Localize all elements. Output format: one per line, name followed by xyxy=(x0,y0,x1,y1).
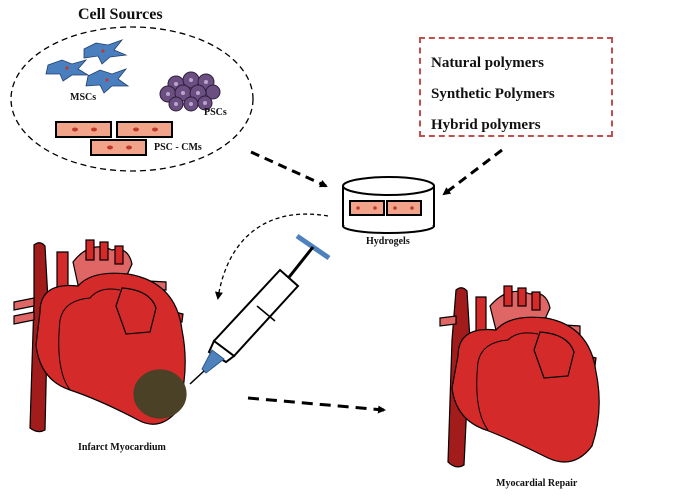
hydrogel-dish xyxy=(342,176,435,234)
psc-cms-label: PSC - CMs xyxy=(154,142,202,153)
polymer-item: Synthetic Polymers xyxy=(431,86,555,102)
cardiomyocyte xyxy=(116,121,173,138)
arrow-polymers-to-hydrogel xyxy=(442,148,503,196)
myocardial-repair-label: Myocardial Repair xyxy=(496,478,578,489)
infarct-area xyxy=(133,369,187,419)
arrow-cells-to-hydrogel xyxy=(250,150,328,188)
polymer-item: Hybrid polymers xyxy=(431,117,541,133)
arrow-hydrogel-to-syringe xyxy=(214,213,329,300)
msc-cells xyxy=(45,39,130,94)
msc-cell xyxy=(45,59,90,82)
pscs-label: PSCs xyxy=(204,107,227,118)
psc-cluster xyxy=(159,71,221,112)
hydrogels-label: Hydrogels xyxy=(366,236,410,247)
repaired-heart xyxy=(439,285,600,468)
polymers-box: Natural polymers Synthetic Polymers Hybr… xyxy=(419,37,613,137)
syringe xyxy=(189,233,331,385)
cell-sources-ellipse xyxy=(10,26,254,172)
msc-cell xyxy=(83,39,128,65)
cardiomyocyte xyxy=(55,121,112,138)
arrow-to-repair xyxy=(247,396,386,414)
infarct-myocardium-label: Infarct Myocardium xyxy=(78,442,166,453)
psc-cm-cells xyxy=(55,121,173,156)
infarct-heart xyxy=(13,239,187,433)
polymers-list: Natural polymers Synthetic Polymers Hybr… xyxy=(431,48,555,141)
cell-sources-title: Cell Sources xyxy=(78,6,163,23)
cardiomyocyte xyxy=(90,139,147,156)
polymer-item: Natural polymers xyxy=(431,55,544,71)
mscs-label: MSCs xyxy=(70,92,97,103)
